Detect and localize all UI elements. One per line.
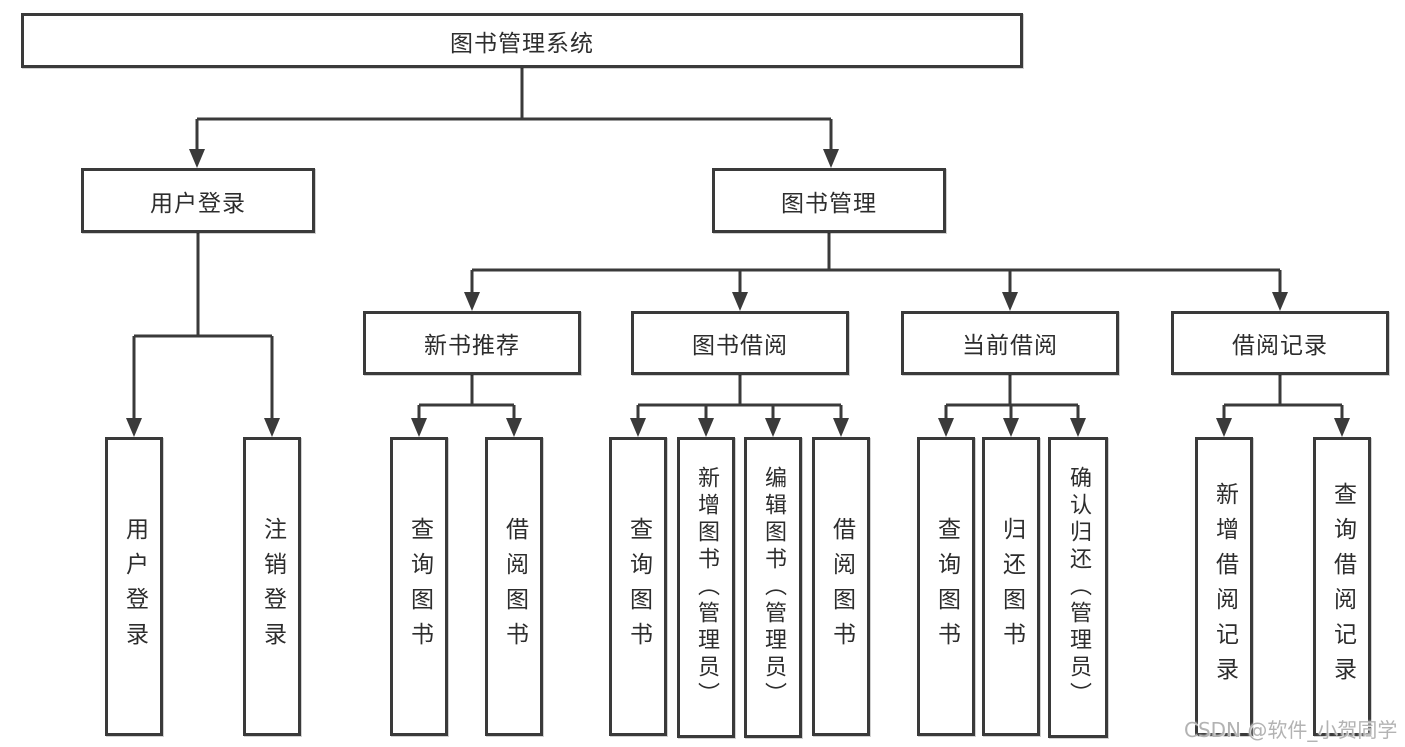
node-current-borrow-label: 当前借阅 bbox=[962, 333, 1058, 359]
leaf-user-login: 用户登录 bbox=[105, 437, 163, 736]
leaf-user-login-label: 用户登录 bbox=[121, 516, 148, 657]
leaf-query-books-3-label: 查询图书 bbox=[933, 516, 960, 657]
node-root-label: 图书管理系统 bbox=[450, 30, 594, 57]
leaf-add-borrow-record: 新增借阅记录 bbox=[1195, 437, 1253, 736]
connector-bookmgmt-to-level3 bbox=[470, 233, 1282, 294]
leaf-query-borrow-record-label: 查询借阅记录 bbox=[1329, 481, 1356, 692]
leaf-query-books-1-label: 查询图书 bbox=[406, 516, 433, 657]
node-book-borrow-label: 图书借阅 bbox=[692, 333, 788, 359]
leaf-edit-book-admin-label: 编辑图书（管理员） bbox=[761, 466, 786, 709]
node-borrow-records-label: 借阅记录 bbox=[1232, 333, 1328, 359]
leaf-logout-label: 注销登录 bbox=[259, 516, 286, 657]
node-borrow-records: 借阅记录 bbox=[1171, 311, 1389, 375]
leaf-borrow-books-1-label: 借阅图书 bbox=[501, 516, 528, 657]
node-user-login-label: 用户登录 bbox=[150, 190, 246, 217]
leaf-query-borrow-record: 查询借阅记录 bbox=[1313, 437, 1371, 736]
leaf-logout: 注销登录 bbox=[243, 437, 301, 736]
leaf-add-book-admin: 新增图书（管理员） bbox=[677, 437, 735, 738]
leaf-confirm-return-admin-label: 确认归还（管理员） bbox=[1066, 466, 1091, 709]
connector-userlogin-to-leaves bbox=[132, 233, 274, 420]
connector-bookborrow-to-leaves bbox=[636, 375, 843, 420]
connector-root-to-level2 bbox=[195, 68, 833, 151]
csdn-watermark: CSDN @软件_小贺同学 bbox=[1184, 718, 1398, 742]
connector-records-to-leaves bbox=[1222, 375, 1344, 420]
leaf-query-books-2: 查询图书 bbox=[609, 437, 667, 736]
leaf-add-borrow-record-label: 新增借阅记录 bbox=[1211, 481, 1238, 692]
leaf-borrow-books-1: 借阅图书 bbox=[485, 437, 543, 736]
arrowheads bbox=[126, 149, 1350, 437]
leaf-edit-book-admin: 编辑图书（管理员） bbox=[744, 437, 802, 738]
leaf-confirm-return-admin: 确认归还（管理员） bbox=[1048, 437, 1108, 738]
node-new-book-recommend: 新书推荐 bbox=[363, 311, 581, 375]
node-current-borrow: 当前借阅 bbox=[901, 311, 1119, 375]
leaf-borrow-books-2: 借阅图书 bbox=[812, 437, 870, 736]
node-book-borrow: 图书借阅 bbox=[631, 311, 849, 375]
leaf-query-books-3: 查询图书 bbox=[917, 437, 975, 736]
leaf-return-book-label: 归还图书 bbox=[998, 516, 1025, 657]
leaf-query-books-1: 查询图书 bbox=[390, 437, 448, 736]
node-book-management-label: 图书管理 bbox=[781, 190, 877, 217]
leaf-borrow-books-2-label: 借阅图书 bbox=[828, 516, 855, 657]
connector-currentborrow-to-leaves bbox=[944, 375, 1080, 420]
node-user-login: 用户登录 bbox=[81, 168, 315, 233]
node-root: 图书管理系统 bbox=[21, 13, 1023, 68]
leaf-query-books-2-label: 查询图书 bbox=[625, 516, 652, 657]
node-book-management: 图书管理 bbox=[712, 168, 946, 233]
connector-newbook-to-leaves bbox=[417, 375, 516, 420]
leaf-add-book-admin-label: 新增图书（管理员） bbox=[694, 466, 719, 709]
node-new-book-recommend-label: 新书推荐 bbox=[424, 333, 520, 359]
leaf-return-book: 归还图书 bbox=[982, 437, 1040, 736]
